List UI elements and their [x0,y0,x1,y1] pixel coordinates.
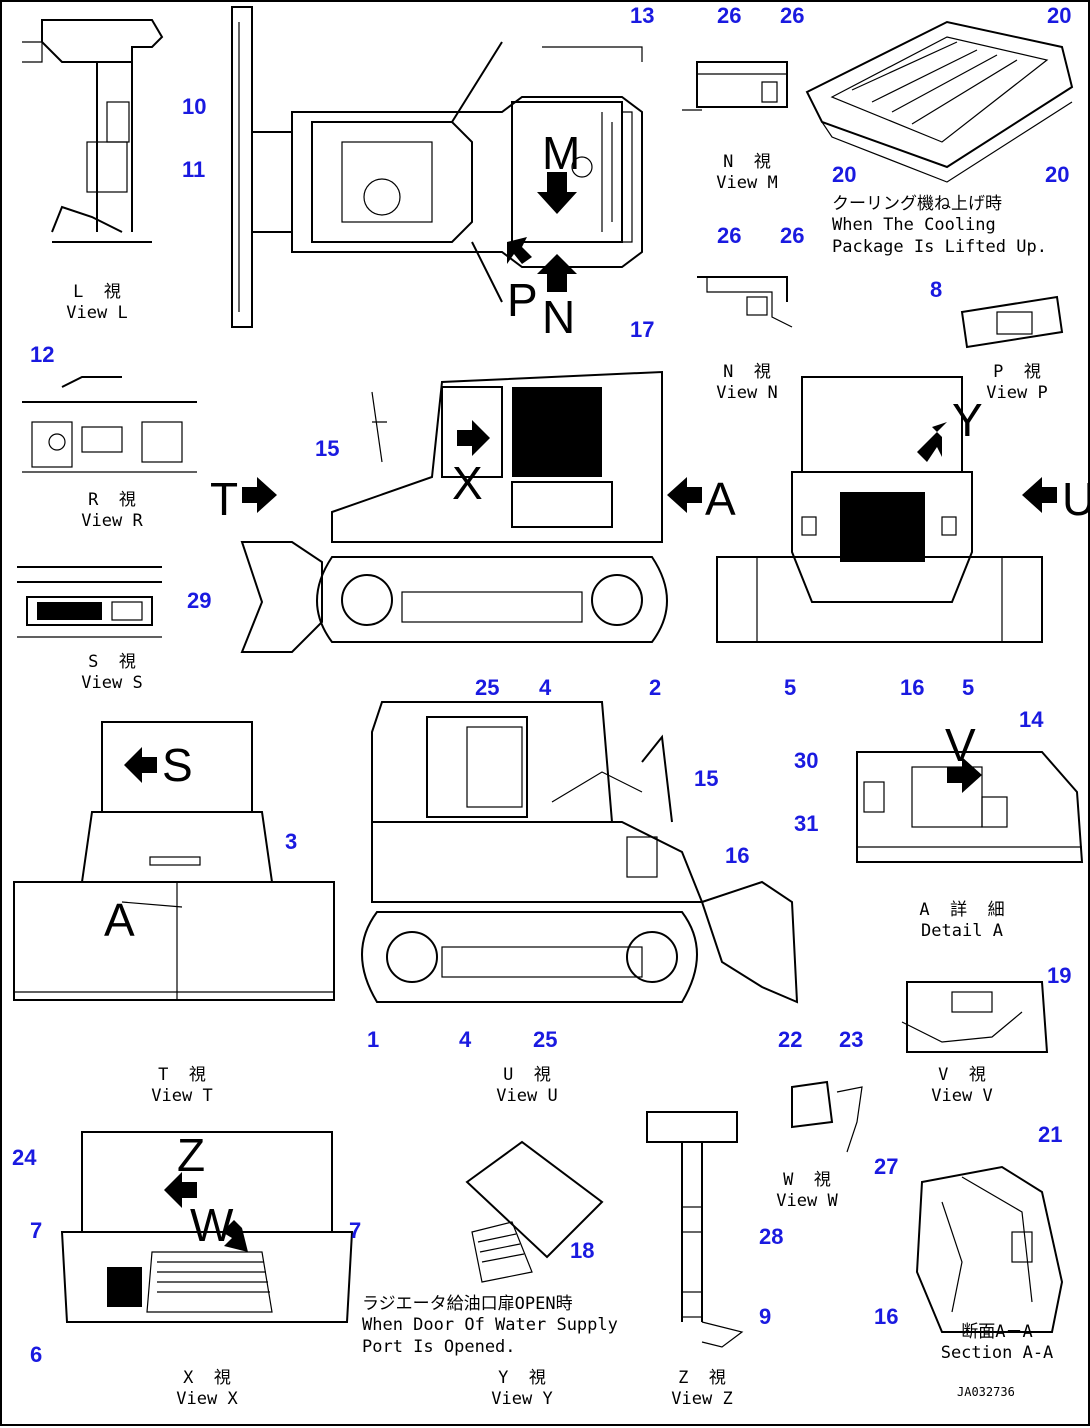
callout-14: 14 [1019,707,1044,732]
callout-15: 15 [694,766,719,791]
callout-2: 2 [649,675,662,700]
callout-9: 9 [759,1304,772,1329]
caption-view-w: W 視 View W [776,1170,838,1212]
callout-26: 26 [717,3,742,28]
callout-20: 20 [832,162,857,187]
callout-12: 12 [30,342,55,367]
callout-4: 4 [539,675,552,700]
view-letter-y: Y [952,394,983,446]
view-n-sketch [697,276,793,328]
rear-view-sketch [716,376,1057,643]
callout-31: 31 [794,811,819,836]
drawing-code: JA032736 [957,1385,1015,1399]
top-view-sketch [231,6,643,328]
caption-view-p: P 視 View P [986,362,1048,404]
callout-6: 6 [30,1342,43,1367]
view-letter-v: V [945,719,976,771]
view-p-sketch [960,295,1064,349]
caption-view-v: V 視 View V [931,1065,993,1107]
callout-16: 16 [725,843,750,868]
view-x-sketch [60,1131,354,1323]
callout-13: 13 [630,3,655,28]
callout-5: 5 [962,675,975,700]
caption-cooling-lifted: クーリング機ね上げ時 When The Cooling Package Is L… [832,194,1047,257]
callout-10: 10 [182,94,207,119]
view-letter-m: M [542,127,581,179]
view-m-sketch [682,61,788,111]
callout-8: 8 [930,277,943,302]
view-letter-s: S [162,739,193,791]
callout-20: 20 [1045,162,1070,187]
view-letter-a: A [705,473,736,525]
callout-16: 16 [900,675,925,700]
callout-7: 7 [30,1218,43,1243]
callout-15: 15 [315,436,340,461]
section-aa-sketch [915,1165,1064,1333]
callout-24: 24 [12,1145,37,1170]
callout-1: 1 [367,1027,380,1052]
caption-view-u: U 視 View U [496,1065,558,1107]
side-view-left-sketch [240,370,702,653]
caption-view-s: S 視 View S [81,652,143,694]
callout-30: 30 [794,748,819,773]
caption-view-n: N 視 View N [716,362,778,404]
callout-26: 26 [717,223,742,248]
caption-view-t: T 視 View T [151,1065,213,1107]
view-letter-z: Z [177,1129,206,1181]
view-t-sketch [13,721,335,1001]
detail-a-sketch [856,751,1084,863]
callout-29: 29 [187,588,212,613]
callout-19: 19 [1047,963,1072,988]
caption-view-l: L 視 View L [66,282,128,324]
view-w-sketch [791,1080,863,1153]
caption-view-x: X 視 View X [176,1368,238,1410]
callout-11: 11 [182,157,206,182]
callout-17: 17 [630,317,655,342]
callout-27: 27 [874,1154,899,1179]
caption-view-y: Y 視 View Y [491,1368,553,1410]
view-letter-a-section: A [104,894,135,946]
callout-5: 5 [784,675,797,700]
view-letter-p: P [507,274,538,326]
callout-25: 25 [533,1027,558,1052]
view-z-sketch [646,1111,744,1348]
callout-26: 26 [780,223,805,248]
caption-section-aa: 断面A－A Section A-A [940,1322,1054,1364]
callout-4: 4 [459,1027,472,1052]
caption-view-r: R 視 View R [81,490,143,532]
view-r-sketch [22,376,197,473]
view-letter-t: T [210,473,239,525]
caption-view-m: N 視 View M [716,152,778,194]
caption-view-z: Z 視 View Z [671,1368,733,1410]
callout-3: 3 [285,829,298,854]
view-letter-r: R [568,379,602,431]
view-letter-l: L [532,379,558,431]
callout-28: 28 [759,1224,784,1249]
view-v-sketch [901,981,1049,1053]
callout-18: 18 [570,1238,595,1263]
cooling-package-sketch [805,20,1074,183]
callout-25: 25 [475,675,500,700]
view-letter-w: W [190,1199,234,1251]
view-s-sketch [17,566,162,638]
callout-16: 16 [874,1304,899,1329]
callout-21: 21 [1038,1122,1063,1147]
caption-water-supply: ラジエータ給油口扉OPEN時 When Door Of Water Supply… [362,1294,618,1357]
view-letter-x: X [452,457,483,509]
callout-22: 22 [778,1027,803,1052]
callout-26: 26 [780,3,805,28]
view-u-sketch [361,701,799,1004]
view-y-sketch [465,1140,604,1283]
view-letter-u: U [1062,473,1090,525]
callout-23: 23 [839,1027,864,1052]
view-l-sketch [22,19,164,243]
view-letter-n: N [542,291,576,343]
caption-detail-a: A 詳 細 Detail A [919,900,1005,942]
callout-7: 7 [349,1218,362,1243]
callout-20: 20 [1047,3,1072,28]
